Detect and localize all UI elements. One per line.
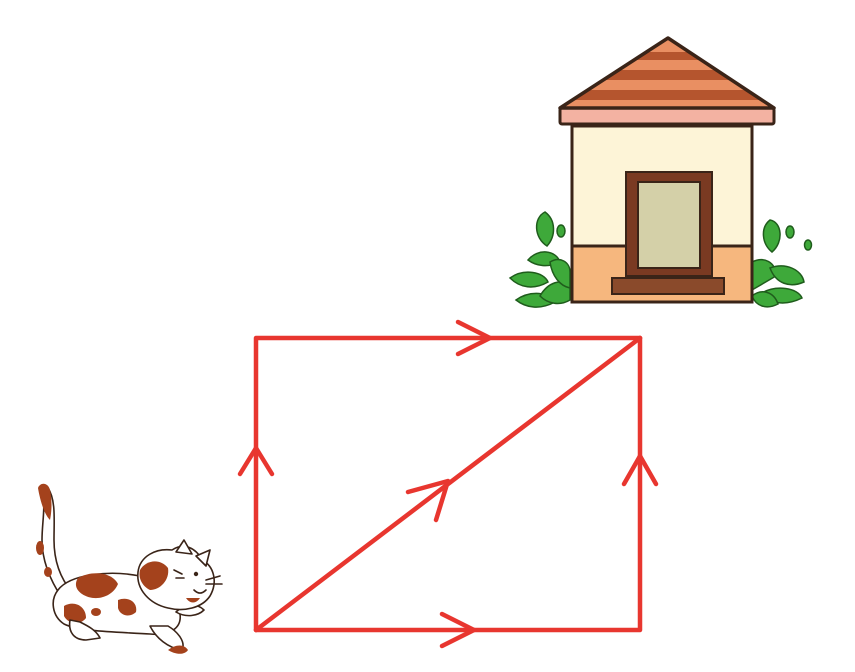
house-door-step <box>612 278 724 294</box>
house-roof <box>560 38 774 108</box>
house-door-panel <box>638 182 700 268</box>
right-bush <box>752 220 812 307</box>
cat <box>36 484 222 654</box>
house <box>510 38 812 307</box>
house-eave <box>560 108 774 124</box>
left-bush <box>510 212 570 307</box>
routes <box>240 322 656 646</box>
